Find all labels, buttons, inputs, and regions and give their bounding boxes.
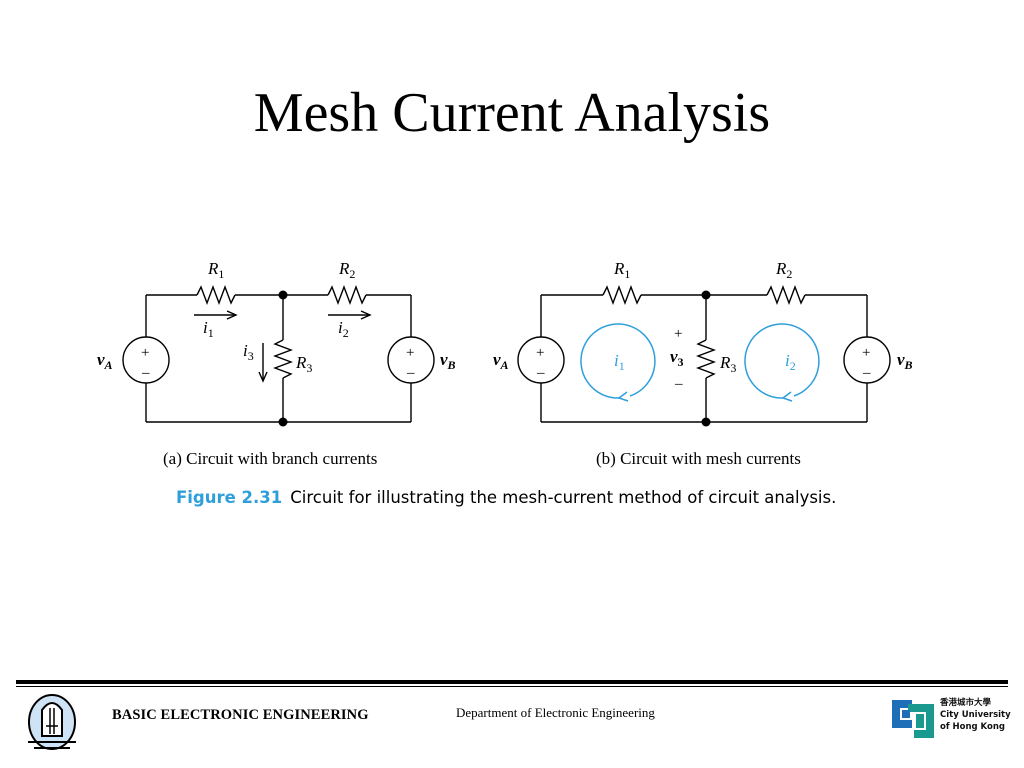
label-mesh-i1: i1	[614, 351, 625, 373]
plus-v3: +	[674, 326, 682, 342]
label-vb-b: vB	[897, 350, 913, 372]
plus-va-a: +	[141, 345, 149, 361]
resistor-r1-a	[196, 285, 236, 305]
arrow-i1	[194, 310, 238, 320]
slide-title: Mesh Current Analysis	[253, 82, 771, 144]
figure-label: Figure 2.31	[176, 488, 283, 507]
junction-nodes	[278, 290, 711, 427]
label-va-a: vA	[97, 350, 113, 372]
label-va-b: vA	[493, 350, 509, 372]
university-name-chinese: 香港城市大學	[940, 698, 992, 708]
arrow-i2	[328, 310, 372, 320]
resistor-r1-b	[602, 285, 642, 305]
figure-caption: Figure 2.31 Circuit for illustrating the …	[176, 487, 876, 509]
resistor-r2-a	[327, 285, 367, 305]
mesh-loop-i2	[744, 323, 820, 402]
label-i3: i3	[243, 341, 254, 363]
source-va-b	[517, 336, 565, 384]
label-r3-b: R3	[719, 353, 736, 375]
circuit-a-wires	[145, 294, 412, 423]
label-r2-b: R2	[775, 259, 792, 281]
footer-department: Department of Electronic Engineering	[456, 705, 655, 720]
mesh-loop-i1	[580, 323, 656, 402]
label-r1-a: R1	[207, 259, 224, 281]
source-vb-b	[843, 336, 891, 384]
university-name-line2: of Hong Kong	[940, 722, 1005, 732]
arrow-i3	[258, 343, 268, 383]
caption-circuit-b: (b) Circuit with mesh currents	[596, 449, 801, 468]
minus-va-b: –	[536, 365, 545, 381]
label-r3-a: R3	[295, 353, 312, 375]
circuit-figure: R1 R2 R3 i1 i2 i3 vA vB + – + – R1 R2 R3…	[97, 259, 913, 427]
label-r2-a: R2	[338, 259, 355, 281]
resistor-r2-b	[766, 285, 806, 305]
caption-circuit-a: (a) Circuit with branch currents	[163, 449, 378, 468]
resistor-r3-a	[273, 339, 293, 379]
department-logo-icon	[28, 694, 76, 750]
label-mesh-i2: i2	[785, 351, 796, 373]
label-vb-a: vB	[440, 350, 456, 372]
footer-course-title: BASIC ELECTRONIC ENGINEERING	[112, 707, 369, 723]
label-v3: v3	[670, 347, 684, 369]
university-name-line1: City University	[940, 710, 1011, 720]
plus-va-b: +	[536, 345, 544, 361]
footer-rule-thin	[16, 686, 1008, 687]
minus-vb-b: –	[862, 365, 871, 381]
label-i2: i2	[338, 318, 349, 340]
label-i1: i1	[203, 318, 214, 340]
minus-v3: –	[674, 376, 683, 392]
resistor-r3-b	[696, 339, 716, 379]
figure-caption-text: Circuit for illustrating the mesh-curren…	[290, 488, 837, 507]
minus-va-a: –	[141, 365, 150, 381]
source-vb-a	[387, 336, 435, 384]
university-name: 香港城市大學 City University of Hong Kong	[940, 697, 1011, 733]
plus-vb-b: +	[862, 345, 870, 361]
minus-vb-a: –	[406, 365, 415, 381]
label-r1-b: R1	[613, 259, 630, 281]
footer-rule-thick	[16, 680, 1008, 684]
university-logo-icon	[892, 700, 934, 738]
source-va-a	[122, 336, 170, 384]
plus-vb-a: +	[406, 345, 414, 361]
